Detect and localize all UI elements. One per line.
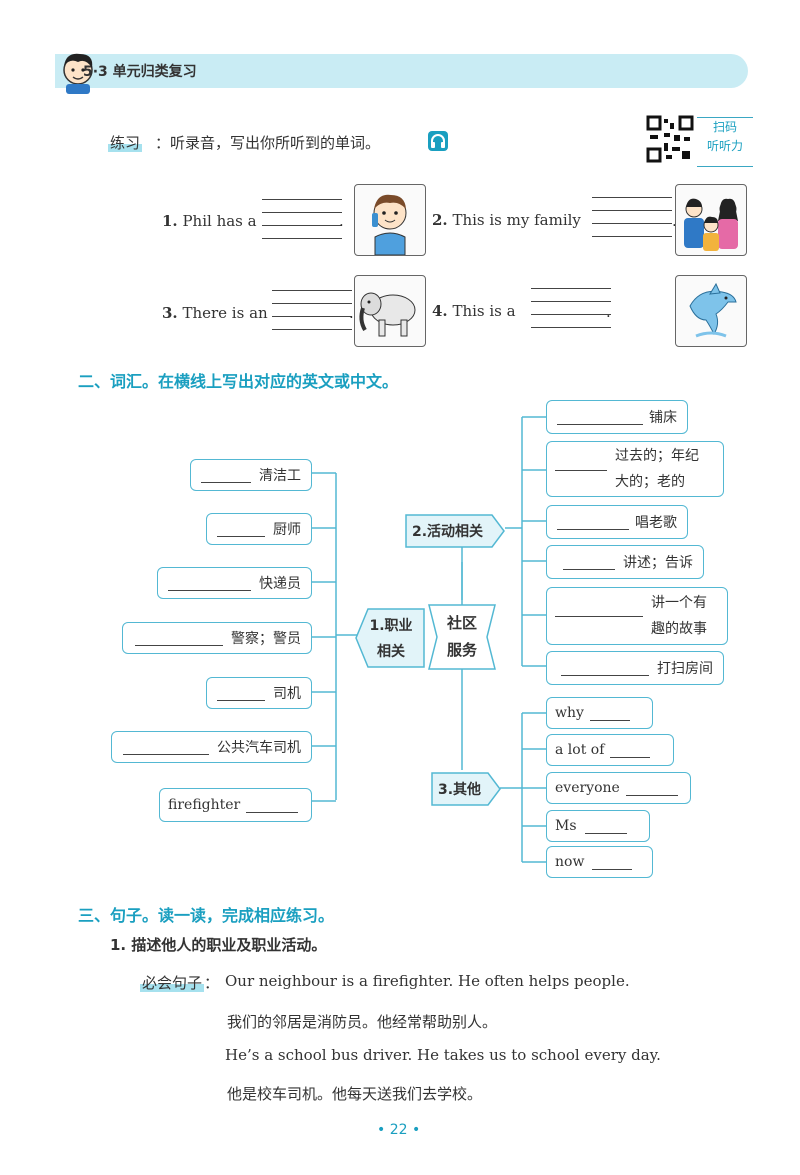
sentences-subtitle: 1. 描述他人的职业及职业活动。 bbox=[110, 936, 327, 954]
answer-blank-4[interactable] bbox=[531, 288, 611, 328]
question-4: 4. This is a bbox=[432, 302, 516, 320]
header-title: 5·3 单元归类复习 bbox=[83, 64, 197, 80]
job-item-police[interactable]: 警察；警员 bbox=[122, 622, 312, 654]
family-icon bbox=[684, 198, 738, 251]
elephant-picture bbox=[354, 275, 426, 347]
other-item-why[interactable]: why bbox=[546, 697, 653, 729]
activity-item-funny-story[interactable]: 讲一个有趣的故事 bbox=[546, 587, 728, 645]
sentence-en-2: He’s a school bus driver. He takes us to… bbox=[225, 1046, 661, 1064]
job-item-delivery[interactable]: 快递员 bbox=[157, 567, 312, 599]
vocab-section-title: 二、词汇。在横线上写出对应的英文或中文。 bbox=[78, 372, 399, 391]
dolphin-icon bbox=[689, 282, 737, 338]
center-node: 社区服务 bbox=[446, 614, 477, 659]
job-label-shape bbox=[355, 608, 425, 668]
boy-avatar-icon bbox=[63, 53, 93, 94]
dolphin-picture bbox=[675, 275, 747, 347]
activity-label-shape bbox=[405, 514, 505, 548]
activity-item-make-bed[interactable]: 铺床 bbox=[546, 400, 688, 434]
sentence-zh-2: 他是校车司机。他每天送我们去学校。 bbox=[227, 1085, 483, 1103]
job-item-cleaner[interactable]: 清洁工 bbox=[190, 459, 312, 491]
job-label: 1.职业相关 bbox=[369, 618, 413, 660]
activity-item-sing-songs[interactable]: 唱老歌 bbox=[546, 505, 688, 539]
qr-code-icon[interactable] bbox=[646, 115, 694, 163]
job-item-driver[interactable]: 司机 bbox=[206, 677, 312, 709]
page-number: • 22 • bbox=[377, 1122, 421, 1138]
other-item-now[interactable]: now bbox=[546, 846, 653, 878]
question-2: 2. This is my family bbox=[432, 211, 581, 229]
activity-item-old[interactable]: 过去的；年纪大的；老的 bbox=[546, 441, 724, 497]
must-know-label: 必会句子： bbox=[140, 974, 220, 992]
activity-label: 2.活动相关 bbox=[412, 524, 484, 540]
activity-item-tell[interactable]: 讲述；告诉 bbox=[546, 545, 704, 579]
answer-blank-2[interactable] bbox=[592, 197, 672, 237]
boy-phone-icon bbox=[372, 194, 407, 256]
other-label: 3.其他 bbox=[438, 782, 482, 798]
question-3: 3. There is an bbox=[162, 304, 268, 322]
sentences-section-title: 三、句子。读一读，完成相应练习。 bbox=[78, 906, 335, 925]
scan-label: 扫码 听听力 bbox=[697, 117, 753, 167]
question-1: 1. Phil has a bbox=[162, 212, 257, 230]
sentence-zh-1: 我们的邻居是消防员。他经常帮助别人。 bbox=[227, 1013, 498, 1031]
other-item-a-lot-of[interactable]: a lot of bbox=[546, 734, 674, 766]
other-item-ms[interactable]: Ms bbox=[546, 810, 650, 842]
center-node-shape bbox=[428, 604, 496, 670]
activity-item-clean-room[interactable]: 打扫房间 bbox=[546, 651, 724, 685]
boy-phone-picture bbox=[354, 184, 426, 256]
other-label-shape bbox=[431, 772, 501, 806]
elephant-icon bbox=[359, 292, 416, 337]
job-item-cook[interactable]: 厨师 bbox=[206, 513, 312, 545]
answer-blank-3[interactable] bbox=[272, 290, 352, 330]
other-item-everyone[interactable]: everyone bbox=[546, 772, 691, 804]
exercise-instruction: ：听录音，写出你所听到的单词。 bbox=[155, 134, 381, 152]
exercise-label: 练习 bbox=[108, 134, 143, 152]
sentence-en-1: Our neighbour is a firefighter. He often… bbox=[225, 972, 630, 990]
answer-blank-1[interactable] bbox=[262, 199, 342, 239]
header-bar bbox=[55, 54, 748, 88]
job-item-firefighter[interactable]: firefighter bbox=[159, 788, 312, 822]
job-item-bus-driver[interactable]: 公共汽车司机 bbox=[111, 731, 312, 763]
family-picture bbox=[675, 184, 747, 256]
headphones-icon[interactable] bbox=[428, 131, 448, 151]
